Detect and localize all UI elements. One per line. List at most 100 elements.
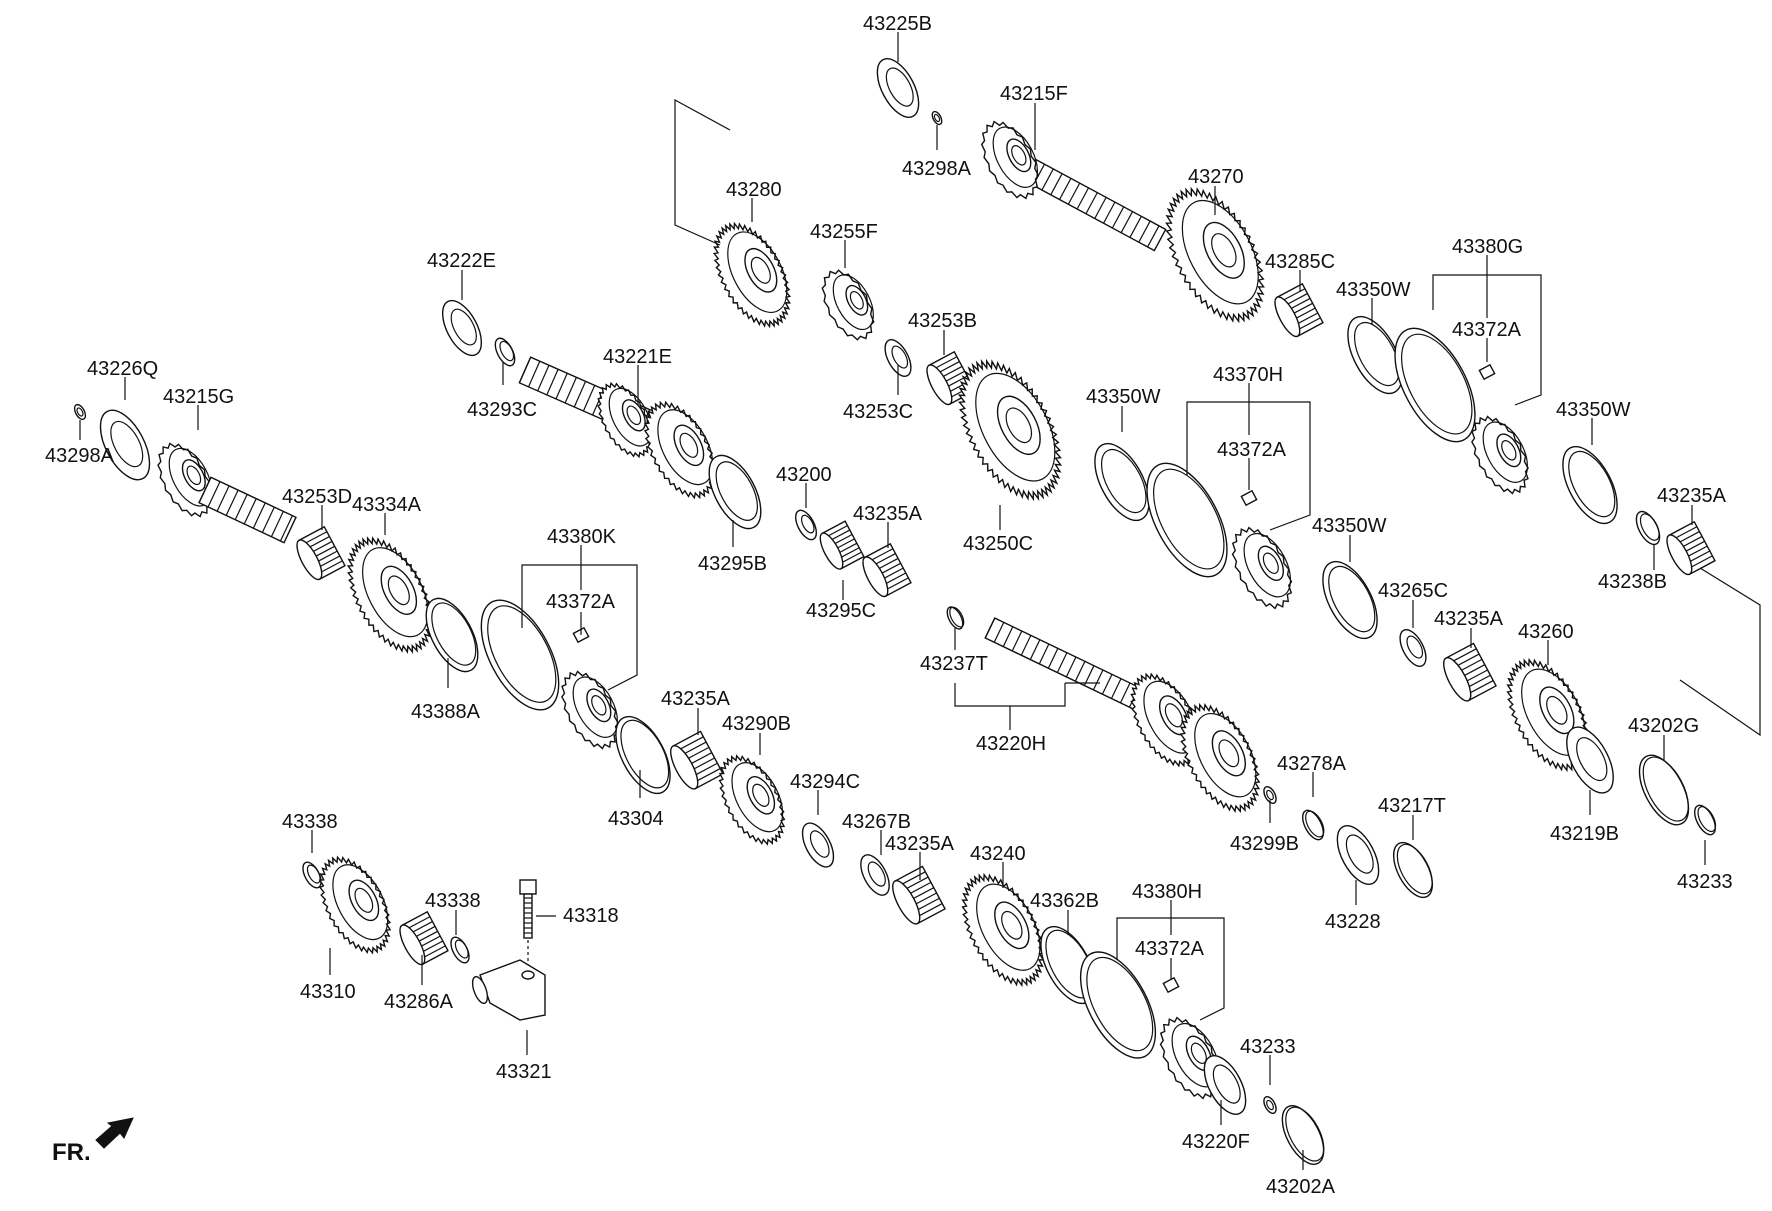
label-43338: 43338 [425, 890, 481, 912]
sleeve-43265C [1399, 629, 1427, 667]
label-43318: 43318 [563, 905, 619, 927]
gear-43255F [821, 269, 875, 341]
label-43226Q: 43226Q [87, 358, 158, 380]
label-43233: 43233 [1240, 1036, 1296, 1058]
bearing-43222E [441, 299, 483, 357]
bearing-43220F [1203, 1055, 1247, 1115]
label-43267B: 43267B [842, 811, 911, 833]
label-43372A: 43372A [1217, 439, 1287, 461]
ring-43278A [1301, 809, 1325, 841]
snapring-43298A-left [73, 403, 87, 421]
gear-43290B [718, 754, 786, 846]
synchro-ring-43304 [615, 715, 671, 795]
ring-43299B [1263, 786, 1277, 804]
label-43253B: 43253B [908, 310, 977, 332]
label-43215G: 43215G [163, 386, 234, 408]
label-43233: 43233 [1677, 871, 1733, 893]
clip-43237T [946, 606, 965, 630]
snapring-43217T [1392, 841, 1434, 899]
gear-43280 [712, 221, 792, 329]
synchro-ring-43350W-d [1322, 560, 1378, 640]
label-43255F: 43255F [810, 221, 878, 243]
label-43238B: 43238B [1598, 571, 1667, 593]
label-43220F: 43220F [1182, 1131, 1250, 1153]
label-43299B: 43299B [1230, 833, 1299, 855]
label-43298A: 43298A [902, 158, 972, 180]
shaft-43215G [198, 476, 297, 544]
label-43310: 43310 [300, 981, 356, 1003]
sleeve-43267B [860, 854, 890, 896]
bearing-43225B [876, 58, 920, 118]
label-43372A: 43372A [1452, 319, 1522, 341]
label-43295B: 43295B [698, 553, 767, 575]
label-43253D: 43253D [282, 486, 352, 508]
label-43237T: 43237T [920, 653, 988, 675]
gear-43240 [961, 872, 1045, 988]
label-43235A: 43235A [1434, 608, 1504, 630]
label-43372A: 43372A [1135, 938, 1205, 960]
label-43250C: 43250C [963, 533, 1033, 555]
needle-43295C [819, 520, 865, 570]
label-43380G: 43380G [1452, 236, 1523, 258]
snapring-43202G [1638, 754, 1690, 826]
label-43217T: 43217T [1378, 795, 1446, 817]
label-43350W: 43350W [1312, 515, 1387, 537]
label-43215F: 43215F [1000, 83, 1068, 105]
bearing-43219B [1566, 726, 1614, 794]
sleeve-43380K [480, 599, 560, 711]
gear-43334A [346, 536, 434, 654]
gear-43215G [157, 442, 213, 518]
snapring-43202A [1281, 1105, 1325, 1165]
label-43334A: 43334A [352, 494, 422, 516]
gear-43215F-head [980, 120, 1040, 200]
seal-43200 [794, 509, 818, 541]
label-43202G: 43202G [1628, 715, 1699, 737]
gear-43310 [318, 855, 392, 955]
key-43372A-d [1162, 976, 1180, 994]
needle-43293C [494, 337, 516, 367]
label-43321: 43321 [496, 1061, 552, 1083]
snapring-43298A-top [931, 110, 943, 126]
label-43225B: 43225B [863, 13, 932, 35]
label-43372A: 43372A [546, 591, 616, 613]
needle-43235A-c [1443, 642, 1497, 702]
label-43278A: 43278A [1277, 753, 1347, 775]
snapring-43233-a [1693, 804, 1717, 836]
washer-43338-a [302, 861, 322, 889]
front-direction-arrow-icon [95, 1117, 134, 1149]
label-43222E: 43222E [427, 250, 496, 272]
parts-illustrations [73, 58, 1717, 1165]
bearing-43228 [1336, 825, 1380, 885]
label-43265C: 43265C [1378, 580, 1448, 602]
label-43388A: 43388A [411, 701, 481, 723]
label-43253C: 43253C [843, 401, 913, 423]
front-direction-label: FR. [52, 1139, 91, 1166]
sleeve-43380H [1079, 951, 1157, 1059]
leader-lines [79, 32, 1761, 1170]
needle-43235A-b [862, 542, 912, 598]
sleeve-43370H [1146, 462, 1228, 578]
label-43290B: 43290B [722, 713, 791, 735]
synchro-ring-43350W-c [1562, 445, 1618, 525]
label-43295C: 43295C [806, 600, 876, 622]
label-43298A: 43298A [45, 445, 115, 467]
label-43293C: 43293C [467, 399, 537, 421]
label-43380H: 43380H [1132, 881, 1202, 903]
needle-43235A-d [670, 730, 724, 790]
needle-43235A-e [892, 865, 946, 925]
label-43370H: 43370H [1213, 364, 1283, 386]
label-43235A: 43235A [1657, 485, 1727, 507]
label-43280: 43280 [726, 179, 782, 201]
part-number-labels: 43225B 43215F 43298A 43280 43270 43255F … [45, 13, 1733, 1198]
label-43228: 43228 [1325, 911, 1381, 933]
bolt-43318 [519, 879, 537, 965]
sleeve-43380G [1394, 327, 1476, 443]
idler-shaft-43321 [471, 959, 546, 1021]
label-43294C: 43294C [790, 771, 860, 793]
gear-43221E-b [643, 400, 717, 500]
label-43286A: 43286A [384, 991, 454, 1013]
synchro-ring-43388A [425, 597, 479, 673]
label-43362B: 43362B [1030, 890, 1099, 912]
label-43221E: 43221E [603, 346, 672, 368]
